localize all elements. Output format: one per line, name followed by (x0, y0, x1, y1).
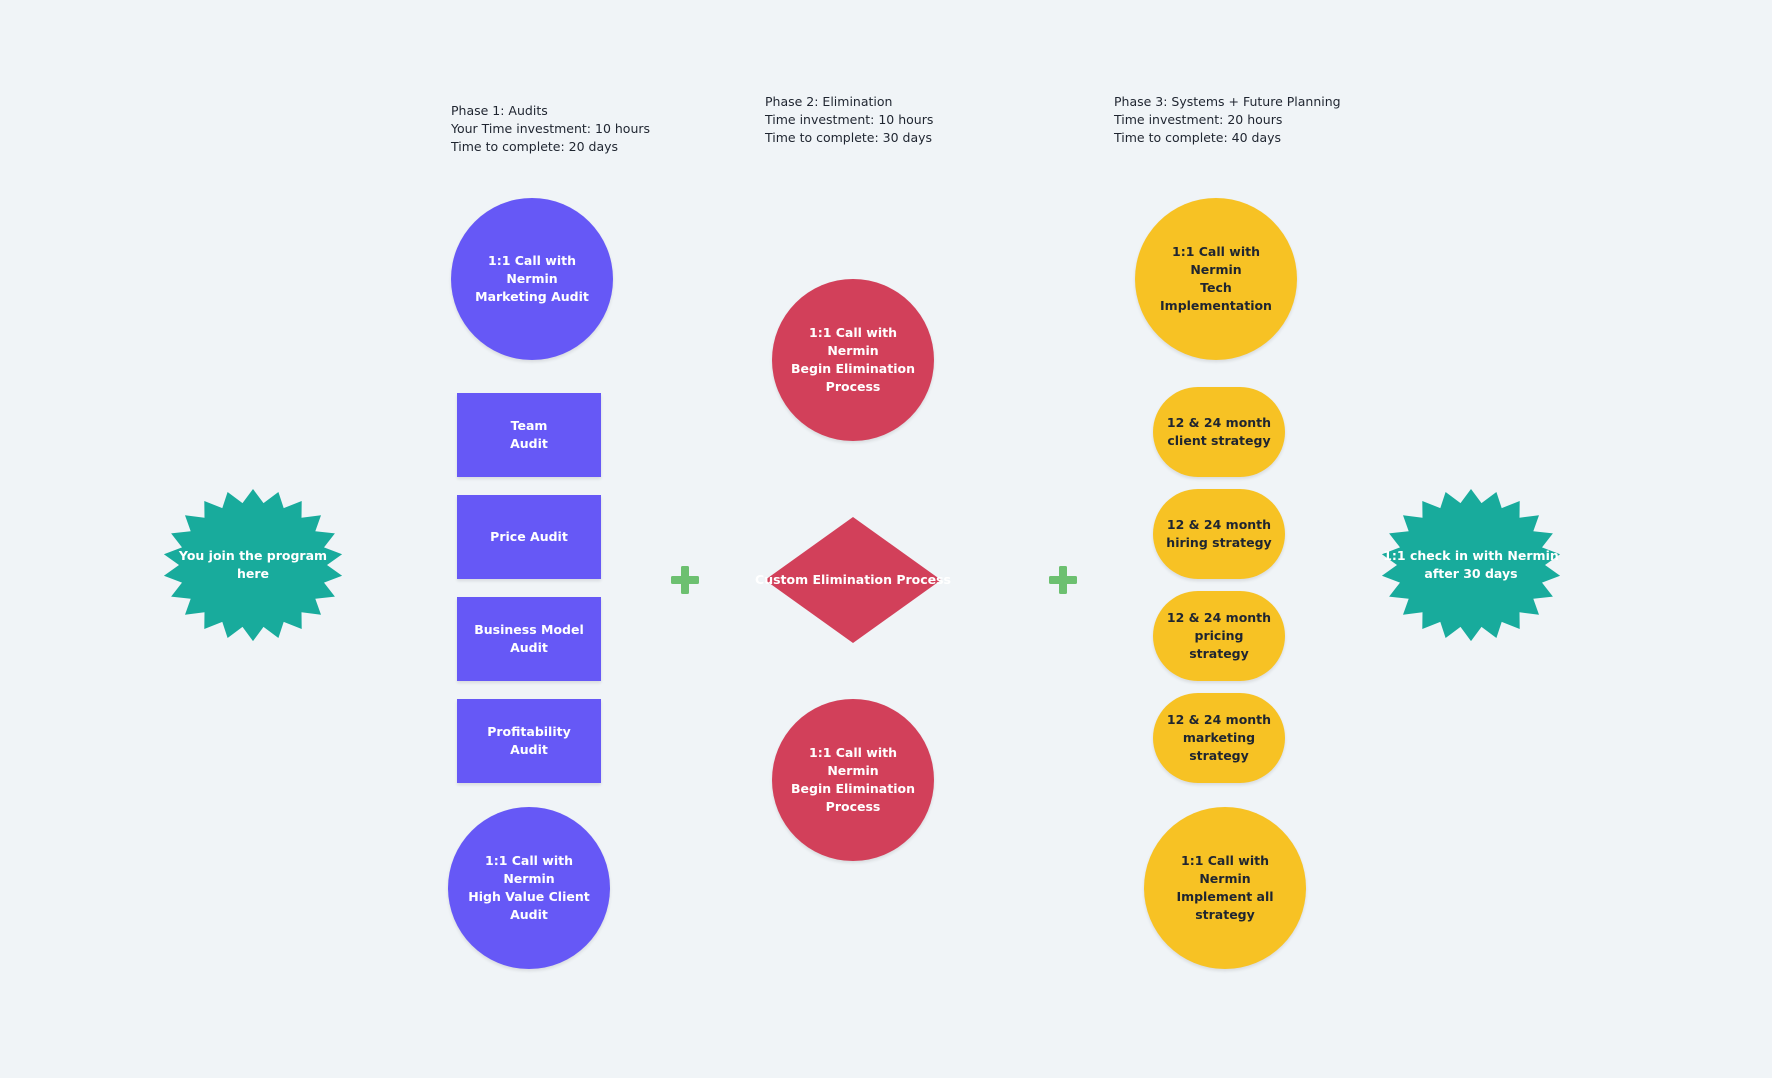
phase-1-marketing-audit-call-label: 1:1 Call with Nermin Marketing Audit (475, 253, 589, 304)
phase-3-tech-implementation-call[interactable]: 1:1 Call with Nermin Tech Implementation (1135, 198, 1297, 360)
phase-2-begin-elimination-call-top-label: 1:1 Call with Nermin Begin Elimination P… (791, 325, 915, 394)
end-burst-shape[interactable] (1381, 489, 1561, 642)
client-strategy-label: 12 & 24 month client strategy (1166, 415, 1272, 448)
phase-3-header: Phase 3: Systems + Future Planning Time … (1114, 93, 1341, 147)
profitability-audit-box[interactable]: Profitability Audit (457, 699, 601, 783)
custom-elimination-process-label: Custom Elimination Process (755, 572, 951, 587)
phase-1-title: Phase 1: Audits (451, 103, 548, 118)
price-audit-box[interactable]: Price Audit (457, 495, 601, 579)
phase-1-header: Phase 1: Audits Your Time investment: 10… (451, 102, 650, 156)
phase-1-time-to-complete: Time to complete: 20 days (451, 139, 619, 154)
phase-2-begin-elimination-call-bottom[interactable]: 1:1 Call with Nermin Begin Elimination P… (772, 699, 934, 861)
phase-3-tech-implementation-call-label: 1:1 Call with Nermin Tech Implementation (1160, 244, 1272, 313)
phase-2-header: Phase 2: Elimination Time investment: 10… (765, 93, 933, 147)
phase-3-title: Phase 3: Systems + Future Planning (1114, 94, 1341, 109)
plus-icon (671, 566, 699, 594)
price-audit-label: Price Audit (490, 529, 568, 544)
pricing-strategy-pill[interactable]: 12 & 24 month pricing strategy (1153, 591, 1285, 681)
team-audit-box[interactable]: Team Audit (457, 393, 601, 477)
custom-elimination-process-diamond[interactable] (764, 516, 942, 644)
client-strategy-pill[interactable]: 12 & 24 month client strategy (1153, 387, 1285, 477)
phase-3-time-investment: Time investment: 20 hours (1114, 112, 1283, 127)
start-label: You join the program here (178, 548, 328, 581)
start-burst-shape[interactable] (163, 489, 343, 642)
phase-2-title: Phase 2: Elimination (765, 94, 893, 109)
phase-2-time-investment: Time investment: 10 hours (765, 112, 934, 127)
marketing-strategy-label: 12 & 24 month marketing strategy (1166, 712, 1272, 763)
plus-icon (1049, 566, 1077, 594)
team-audit-label: Team Audit (510, 418, 548, 451)
marketing-strategy-pill[interactable]: 12 & 24 month marketing strategy (1153, 693, 1285, 783)
hiring-strategy-pill[interactable]: 12 & 24 month hiring strategy (1153, 489, 1285, 579)
phase-1-high-value-client-audit-call-label: 1:1 Call with Nermin High Value Client A… (468, 853, 590, 922)
end-label: 1:1 check in with Nermin after 30 days (1383, 548, 1559, 581)
profitability-audit-label: Profitability Audit (487, 724, 571, 757)
phase-3-implement-all-strategy-call-label: 1:1 Call with Nermin Implement all strat… (1176, 853, 1274, 922)
hiring-strategy-label: 12 & 24 month hiring strategy (1166, 517, 1272, 550)
phase-3-time-to-complete: Time to complete: 40 days (1114, 130, 1282, 145)
phase-2-time-to-complete: Time to complete: 30 days (765, 130, 933, 145)
business-model-audit-label: Business Model Audit (474, 622, 584, 655)
phase-2-begin-elimination-call-top[interactable]: 1:1 Call with Nermin Begin Elimination P… (772, 279, 934, 441)
phase-1-high-value-client-audit-call[interactable]: 1:1 Call with Nermin High Value Client A… (448, 807, 610, 969)
business-model-audit-box[interactable]: Business Model Audit (457, 597, 601, 681)
phase-1-marketing-audit-call[interactable]: 1:1 Call with Nermin Marketing Audit (451, 198, 613, 360)
pricing-strategy-label: 12 & 24 month pricing strategy (1166, 610, 1272, 661)
phase-2-begin-elimination-call-bottom-label: 1:1 Call with Nermin Begin Elimination P… (791, 745, 915, 814)
phase-1-time-investment: Your Time investment: 10 hours (451, 121, 651, 136)
phase-3-implement-all-strategy-call[interactable]: 1:1 Call with Nermin Implement all strat… (1144, 807, 1306, 969)
